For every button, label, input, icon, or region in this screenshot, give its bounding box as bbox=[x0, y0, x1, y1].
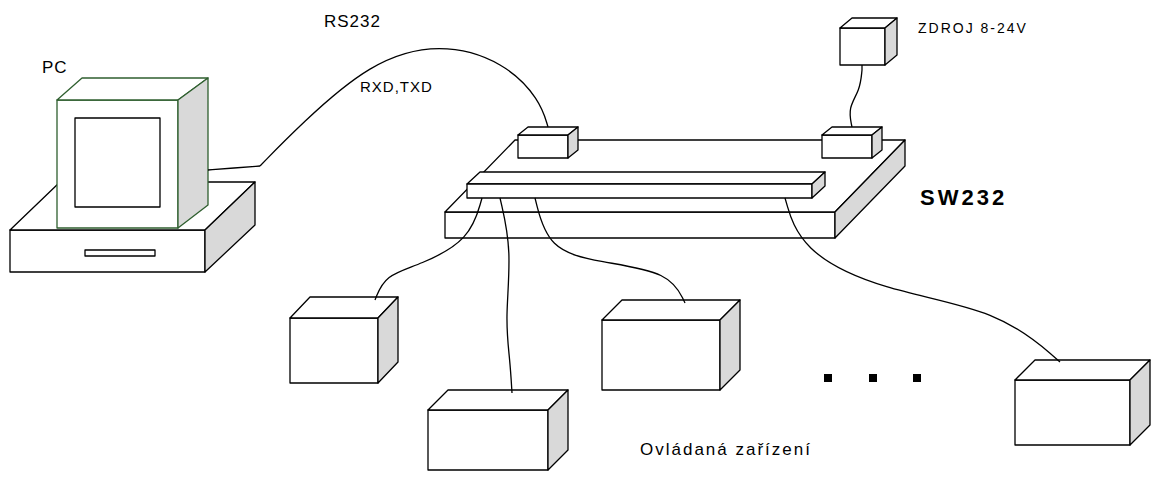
rs232-connector-side bbox=[568, 127, 578, 158]
device-front bbox=[1015, 380, 1130, 445]
group-caption: Ovládaná zařízení bbox=[640, 440, 812, 460]
connector-strip-front bbox=[467, 184, 812, 198]
pc-drive-slot bbox=[85, 250, 155, 256]
pc-base-front bbox=[10, 230, 205, 272]
dot bbox=[824, 374, 832, 382]
device-side bbox=[720, 300, 740, 390]
device-side bbox=[548, 390, 568, 470]
connector-strip-side bbox=[812, 172, 825, 198]
device-top bbox=[602, 300, 740, 320]
device-cable bbox=[535, 198, 685, 303]
switch-board: SW232 bbox=[440, 127, 1060, 245]
cable-connector bbox=[850, 70, 862, 127]
device-top bbox=[1015, 360, 1150, 380]
device-cable bbox=[785, 198, 1060, 362]
supply-label: ZDROJ 8-24V bbox=[918, 20, 1028, 37]
cable-connector bbox=[260, 49, 548, 166]
pc-computer: PC bbox=[8, 58, 260, 276]
power-connector-side bbox=[872, 127, 882, 158]
device-cable bbox=[500, 198, 512, 393]
power-connector-front bbox=[822, 135, 872, 158]
supply-side bbox=[885, 18, 897, 65]
device-top bbox=[428, 390, 568, 410]
node-outline bbox=[8, 58, 260, 276]
device-box bbox=[428, 390, 568, 470]
device-side bbox=[1130, 360, 1150, 445]
device-side bbox=[378, 297, 398, 383]
connector-strip-top bbox=[467, 172, 825, 184]
cable-stub bbox=[208, 166, 260, 170]
device-cable bbox=[375, 198, 482, 300]
device-box bbox=[290, 297, 398, 383]
signal-names: RXD,TXD bbox=[360, 78, 433, 96]
device-front bbox=[602, 320, 720, 390]
pc-label: PC bbox=[42, 58, 68, 78]
cable-stub bbox=[861, 65, 862, 70]
device-box bbox=[1015, 360, 1150, 445]
dot bbox=[869, 374, 877, 382]
device-front bbox=[428, 410, 548, 470]
ellipsis-dots bbox=[824, 374, 921, 382]
power-supply: ZDROJ 8-24V bbox=[836, 12, 1068, 70]
device-front bbox=[290, 318, 378, 383]
rs232-connector-front bbox=[518, 135, 568, 158]
monitor-side bbox=[178, 78, 208, 228]
monitor-front bbox=[57, 100, 178, 228]
supply-front bbox=[840, 28, 885, 65]
monitor-screen bbox=[75, 118, 160, 207]
device-box bbox=[602, 300, 740, 390]
cable-label: RS232 bbox=[322, 12, 383, 32]
board-label: SW232 bbox=[920, 185, 1007, 211]
pc-base-side bbox=[205, 182, 255, 272]
dot bbox=[913, 374, 921, 382]
